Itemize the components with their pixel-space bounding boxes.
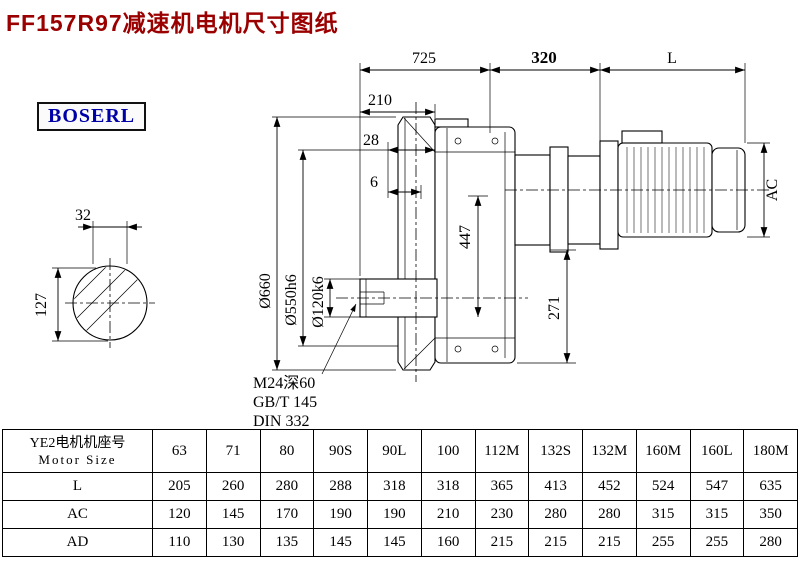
table-cell: 413 (528, 472, 583, 501)
row-label: AC (2, 500, 153, 529)
note-gbt: GB/T 145 (253, 394, 317, 411)
table-header-cell: 132M (582, 429, 637, 473)
dimensions: 725 320 L 210 28 6 AC 32 12 (33, 48, 781, 370)
dim-d660: Ø660 (257, 273, 274, 309)
table-cell: 160 (420, 528, 476, 557)
table-header-row: YE2电机机座号 Motor Size 63 71 80 90S 90L 100… (2, 429, 798, 473)
table-cell: 135 (259, 528, 315, 557)
table-cell: 524 (635, 472, 691, 501)
table-cell: 215 (528, 528, 583, 557)
dim-210: 210 (368, 92, 392, 109)
dim-AC: AC (764, 179, 781, 201)
table-header-cell: 100 (420, 429, 476, 473)
table-cell: 547 (689, 472, 745, 501)
table-cell: 120 (152, 500, 207, 529)
table-cell: 280 (259, 472, 315, 501)
table-cell: 318 (420, 472, 476, 501)
table-row-AC: AC 120 145 170 190 190 210 230 280 280 3… (2, 500, 798, 529)
dim-32: 32 (75, 207, 91, 224)
dim-725: 725 (412, 50, 436, 67)
table-row-L: L 205 260 280 288 318 318 365 413 452 52… (2, 472, 798, 501)
dim-28: 28 (363, 132, 379, 149)
table-cell: 190 (367, 500, 422, 529)
table-cell: 190 (313, 500, 368, 529)
table-cell: 145 (313, 528, 368, 557)
table-cell: 205 (152, 472, 207, 501)
table-cell: 145 (367, 528, 422, 557)
table-cell: 260 (205, 472, 261, 501)
table-cell: 350 (743, 500, 798, 529)
row-label: AD (2, 528, 153, 557)
dim-6: 6 (370, 174, 378, 191)
table-cell: 452 (582, 472, 637, 501)
table-cell: 255 (635, 528, 691, 557)
motor-terminal-box (621, 130, 663, 144)
table-row-AD: AD 110 130 135 145 145 160 215 215 215 2… (2, 528, 798, 557)
table-header-cell: 180M (743, 429, 798, 473)
dim-271: 271 (546, 296, 563, 320)
header-en: Motor Size (38, 452, 117, 467)
table-cell: 315 (635, 500, 691, 529)
table-header-cell: 112M (474, 429, 530, 473)
page-title: FF157R97减速机电机尺寸图纸 (6, 10, 339, 36)
table-cell: 170 (259, 500, 315, 529)
table-cell: 280 (528, 500, 583, 529)
motor-size-table: YE2电机机座号 Motor Size 63 71 80 90S 90L 100… (2, 429, 798, 557)
header-cn: YE2电机机座号 (29, 436, 126, 451)
table-header-cell: 80 (259, 429, 315, 473)
dim-320: 320 (531, 48, 557, 67)
diameter-extension-lines (272, 116, 400, 371)
table-cell: 215 (474, 528, 530, 557)
dim-d550: Ø550h6 (283, 274, 300, 326)
table-header-cell: 160M (635, 429, 691, 473)
table-cell: 365 (474, 472, 530, 501)
table-cell: 255 (689, 528, 745, 557)
table-header-cell: 160L (689, 429, 745, 473)
dim-127: 127 (33, 293, 50, 317)
coupling-spacer (567, 155, 601, 245)
adapter-bell (514, 154, 551, 246)
table-header-cell: 90L (367, 429, 422, 473)
table-cell: 315 (689, 500, 745, 529)
table-cell: 280 (743, 528, 798, 557)
reducer-outline (359, 116, 746, 371)
boserl-logo: BOSERL (37, 102, 147, 131)
dim-d120: Ø120k6 (310, 276, 327, 328)
table-cell: 145 (205, 500, 261, 529)
dim-L: L (667, 50, 677, 67)
motor-flange (599, 140, 619, 250)
table-cell: 110 (152, 528, 207, 557)
note-din: DIN 332 (253, 413, 309, 430)
table-header-cell: 63 (152, 429, 207, 473)
table-cell: 288 (313, 472, 368, 501)
table-header-cell: 132S (528, 429, 583, 473)
table-cell: 635 (743, 472, 798, 501)
coupling-flange (549, 146, 569, 253)
dim-447: 447 (457, 225, 474, 249)
thread-callout: M24深60 GB/T 145 DIN 332 (253, 303, 357, 430)
row-label: L (2, 472, 153, 501)
table-cell: 215 (582, 528, 637, 557)
note-thread: M24深60 (253, 374, 315, 392)
table-header-cell: 90S (313, 429, 368, 473)
table-header-cell: 71 (205, 429, 261, 473)
table-cell: 230 (474, 500, 530, 529)
table-cell: 280 (582, 500, 637, 529)
motor-size-header-cell: YE2电机机座号 Motor Size (2, 429, 153, 473)
table-cell: 210 (420, 500, 476, 529)
table-cell: 318 (367, 472, 422, 501)
table-cell: 130 (205, 528, 261, 557)
